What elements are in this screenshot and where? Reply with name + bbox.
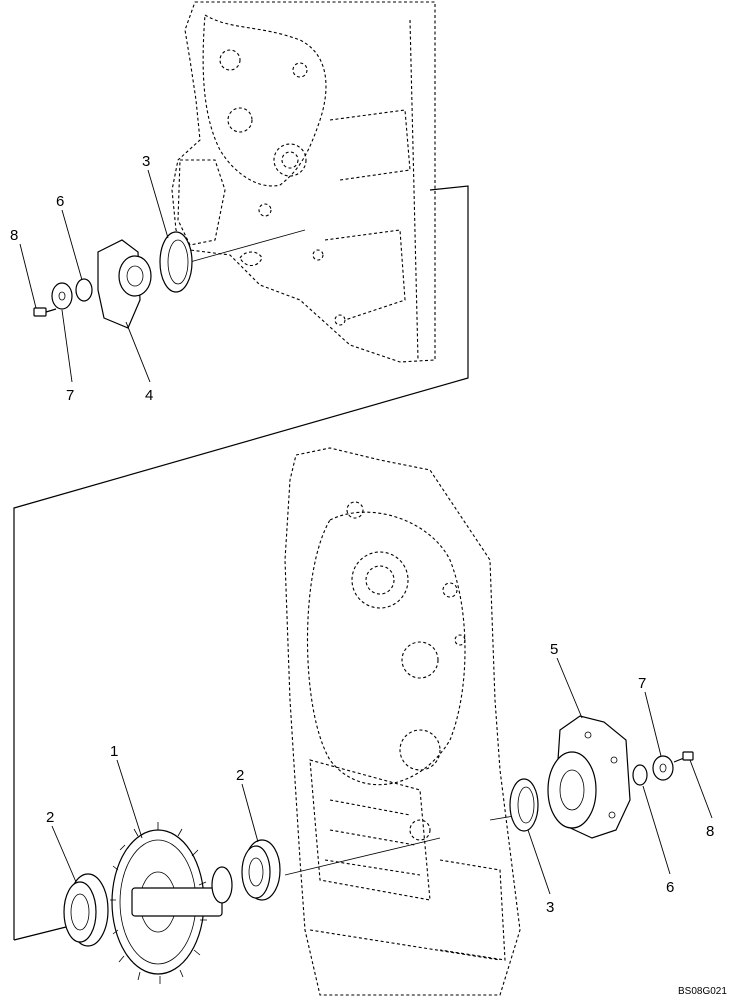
callout-lower-5: 5 <box>550 641 558 658</box>
lower-transmission-housing <box>284 447 521 996</box>
callout-lower-2-left: 2 <box>46 809 54 826</box>
lower-seal-3 <box>509 778 539 832</box>
upper-transmission-housing <box>171 1 436 363</box>
callout-upper-7: 7 <box>66 387 74 404</box>
upper-washer-7 <box>51 282 73 310</box>
callout-lower-1: 1 <box>110 743 118 760</box>
upper-seal-3 <box>159 231 193 293</box>
callout-lower-7: 7 <box>638 675 646 692</box>
figure-reference-code: BS08G021 <box>678 986 727 997</box>
callout-lower-6: 6 <box>666 879 674 896</box>
upper-bolt-8 <box>33 307 57 317</box>
upper-yoke-4 <box>97 239 152 329</box>
callout-upper-3: 3 <box>142 153 150 170</box>
callout-lower-2-mid: 2 <box>236 767 244 784</box>
lower-o-ring-6 <box>632 764 648 786</box>
connector-frame <box>13 185 521 941</box>
lower-washer-7 <box>652 755 674 781</box>
callout-lower-8: 8 <box>706 823 714 840</box>
leader-lines <box>19 169 713 895</box>
lower-gear-shaft-1 <box>110 822 233 984</box>
callouts: 8 6 3 7 4 1 2 2 5 7 8 6 3 <box>10 153 714 916</box>
lower-flange-5 <box>547 715 631 839</box>
upper-o-ring-6 <box>75 278 93 302</box>
callout-lower-3: 3 <box>546 899 554 916</box>
callout-upper-6: 6 <box>56 193 64 210</box>
lower-bearing-2-mid <box>241 839 281 901</box>
callout-upper-4: 4 <box>145 387 153 404</box>
lower-bearing-2-left <box>63 873 109 947</box>
callout-upper-8: 8 <box>10 227 18 244</box>
lower-bolt-8 <box>673 751 694 763</box>
